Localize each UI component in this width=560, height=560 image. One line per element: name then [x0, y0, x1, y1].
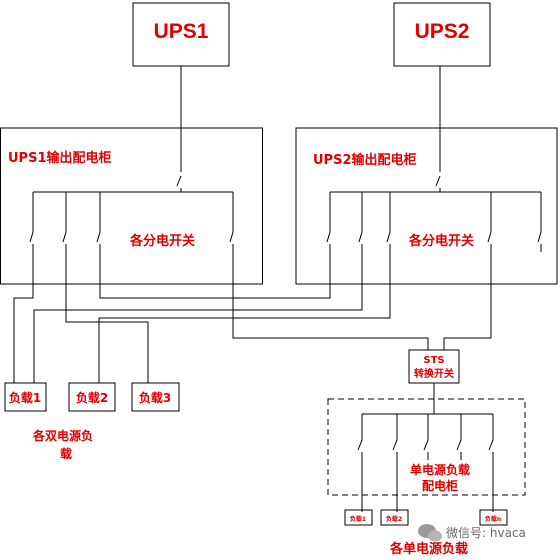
single-load-box-2: [380, 509, 409, 526]
single-load-box-n: [479, 509, 508, 526]
ups1-branch-2: [62, 192, 149, 383]
dual-load-box-3: [131, 382, 180, 412]
ups1-branch-3: [96, 192, 331, 299]
ups1-cabinet-box: [0, 127, 263, 285]
ups2-branch-4: [443, 192, 492, 350]
ups1-branch-1: [13, 192, 34, 383]
single-load-2-label: 负载2: [386, 515, 402, 523]
ups2-branch-3: [98, 192, 391, 383]
ups2-main-feed: [435, 66, 441, 192]
single-branch-1: [357, 414, 363, 512]
single-load-n-label: 负载n: [485, 515, 501, 523]
watermark-text: 微信号: hvaca: [446, 526, 526, 540]
sts-label-line1: STS: [423, 355, 444, 366]
single-branch-4: [456, 414, 462, 460]
single-load-box-1: [344, 509, 373, 526]
single-load-cabinet-box: [327, 398, 526, 496]
ups2-branch-spare: [537, 192, 542, 252]
ups1-main-feed: [176, 66, 182, 192]
dual-load-3-label: 负载3: [139, 390, 171, 405]
wechat-icon: [418, 524, 442, 542]
single-branch-5: [488, 414, 494, 512]
dual-load-box-2: [68, 382, 116, 412]
single-cabinet-title-line2: 配电柜: [422, 478, 458, 493]
ups2-branch-2: [33, 192, 363, 383]
ups2-cabinet-box: [295, 127, 558, 285]
single-branch-3: [423, 414, 429, 460]
dual-load-1-label: 负载1: [9, 390, 41, 405]
dual-load-box-1: [4, 382, 47, 412]
ups2-breakers-label: 各分电开关: [408, 233, 474, 249]
single-load-1-label: 负载1: [350, 515, 366, 523]
ups1-cabinet-title: UPS1输出配电柜: [8, 150, 112, 166]
ups1-branch-4: [229, 192, 429, 350]
single-branch-2: [392, 414, 398, 512]
sts-label-line2: 转换开关: [414, 367, 454, 380]
ups1-title: UPS1: [154, 20, 209, 43]
single-loads-caption: 各单电源负载: [389, 541, 468, 557]
ups2-box: [393, 2, 491, 67]
ups2-branch-1: [326, 192, 331, 252]
dual-loads-caption-line1: 各双电源负: [32, 428, 93, 443]
dual-loads-caption-line2: 载: [60, 446, 72, 461]
ups2-cabinet-title: UPS2输出配电柜: [313, 152, 417, 168]
ups1-breakers-label: 各分电开关: [129, 233, 195, 249]
ups2-title: UPS2: [415, 20, 470, 43]
dual-load-2-label: 负载2: [76, 390, 108, 405]
single-cabinet-title-line1: 单电源负载: [410, 462, 470, 477]
